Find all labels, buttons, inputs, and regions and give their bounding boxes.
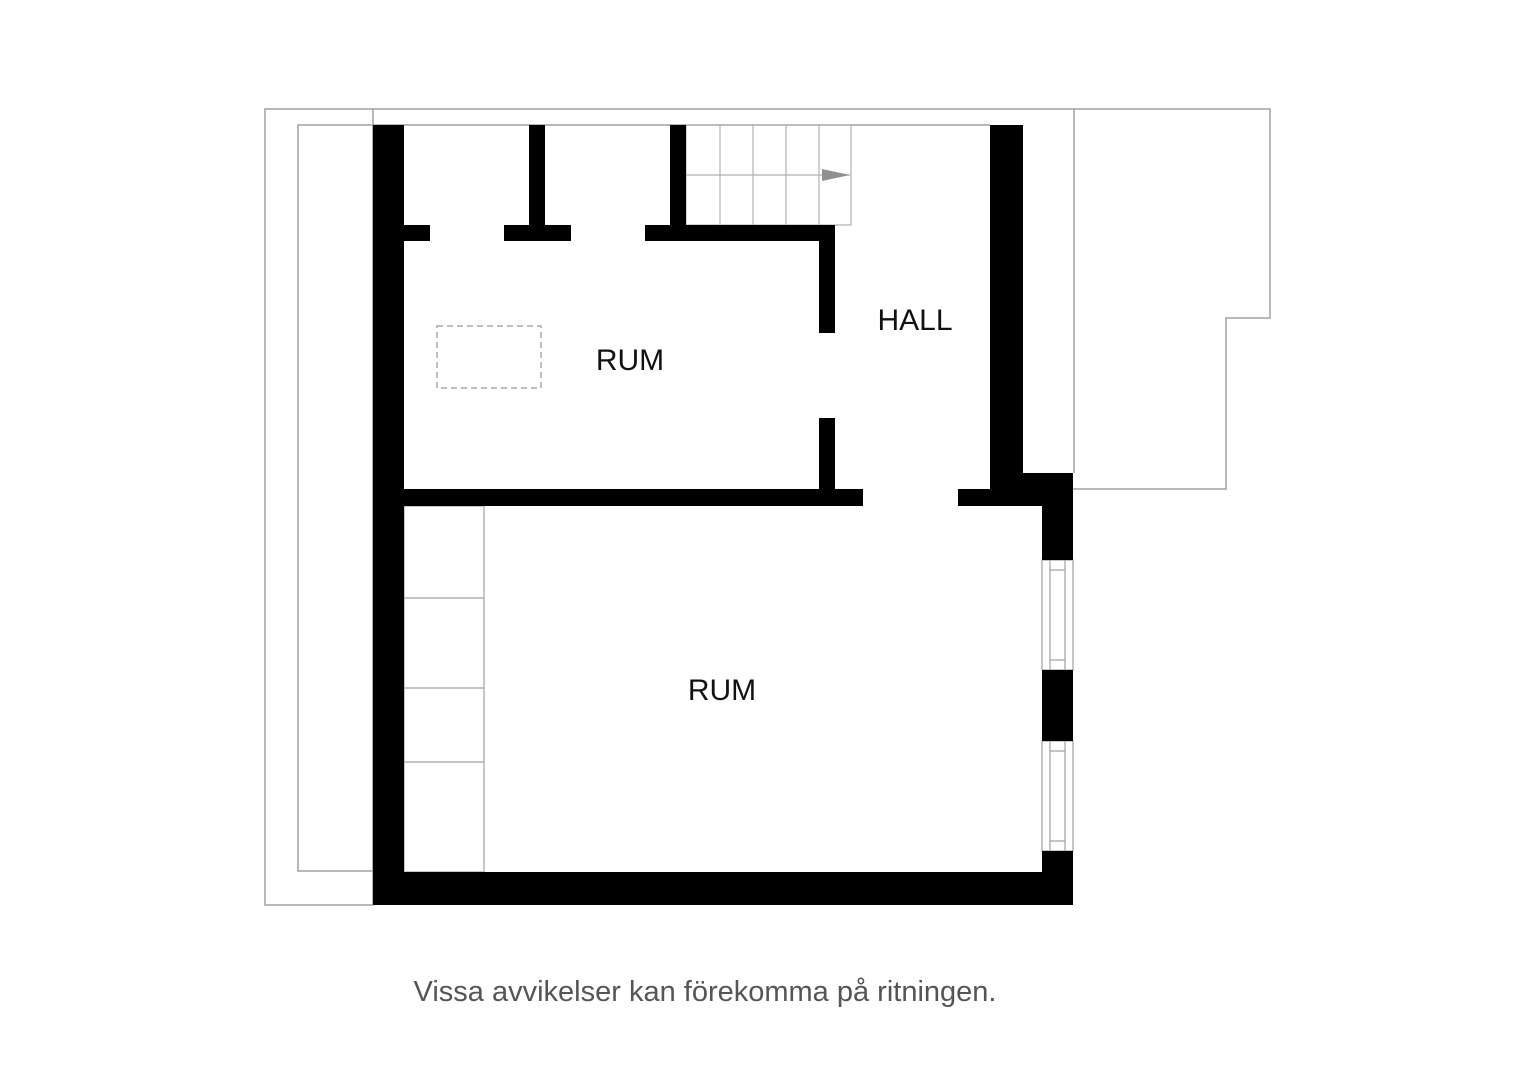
window-upper — [1041, 559, 1074, 671]
walls — [373, 125, 1073, 905]
upper-room-label: RUM — [596, 344, 664, 377]
disclaimer-text: Vissa avvikelser kan förekomma på ritnin… — [413, 976, 997, 1008]
bed-outline — [436, 325, 542, 389]
window-lower — [1041, 740, 1074, 852]
lower-room-label: RUM — [688, 674, 756, 707]
hall-label: HALL — [877, 304, 952, 337]
built-in-storage — [403, 505, 485, 873]
stair-arrow-icon — [822, 169, 850, 181]
